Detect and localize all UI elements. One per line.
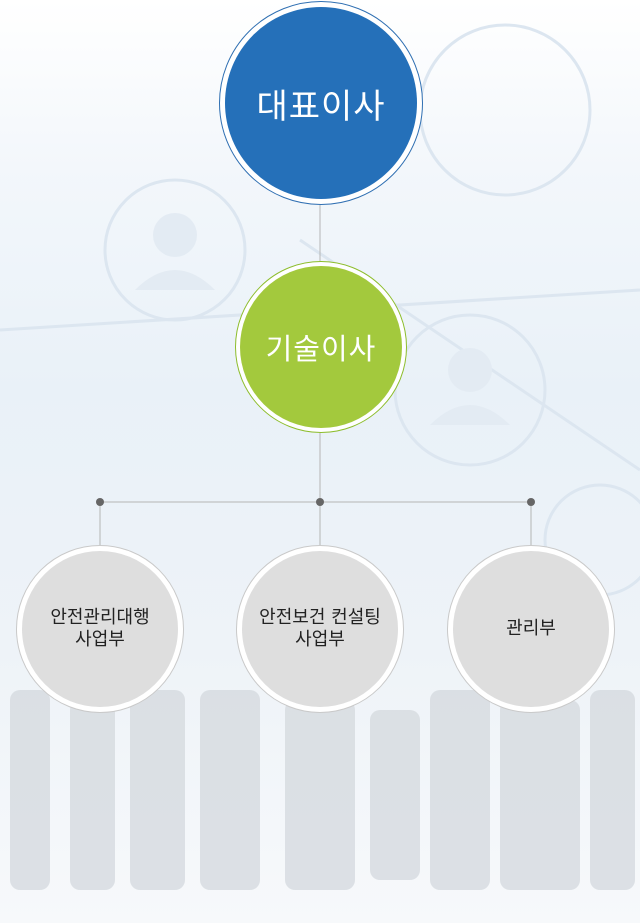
ceo-label: 대표이사 (256, 86, 386, 127)
department-label-line2: 사업부 (295, 629, 345, 650)
branch-dot-center (316, 498, 324, 506)
ceo-node: 대표이사 (219, 1, 423, 205)
branch-dot-right (527, 498, 535, 506)
cto-node: 기술이사 (235, 261, 407, 433)
department-circle: 안전관리대행 사업부 (22, 551, 178, 707)
branch-dot-left (96, 498, 104, 506)
ceo-circle: 대표이사 (225, 7, 417, 199)
department-label-line1: 안전보건 컨설팅 (259, 607, 381, 628)
department-label-line1: 관리부 (506, 618, 556, 639)
cto-circle: 기술이사 (240, 266, 402, 428)
department-circle: 안전보건 컨설팅 사업부 (242, 551, 398, 707)
cto-label: 기술이사 (265, 332, 377, 366)
department-label-line1: 안전관리대행 (50, 607, 150, 628)
department-circle: 관리부 (453, 551, 609, 707)
department-label-line2: 사업부 (75, 629, 125, 650)
department-safety-management: 안전관리대행 사업부 (16, 545, 184, 713)
department-safety-consulting: 안전보건 컨설팅 사업부 (236, 545, 404, 713)
department-administration: 관리부 (447, 545, 615, 713)
